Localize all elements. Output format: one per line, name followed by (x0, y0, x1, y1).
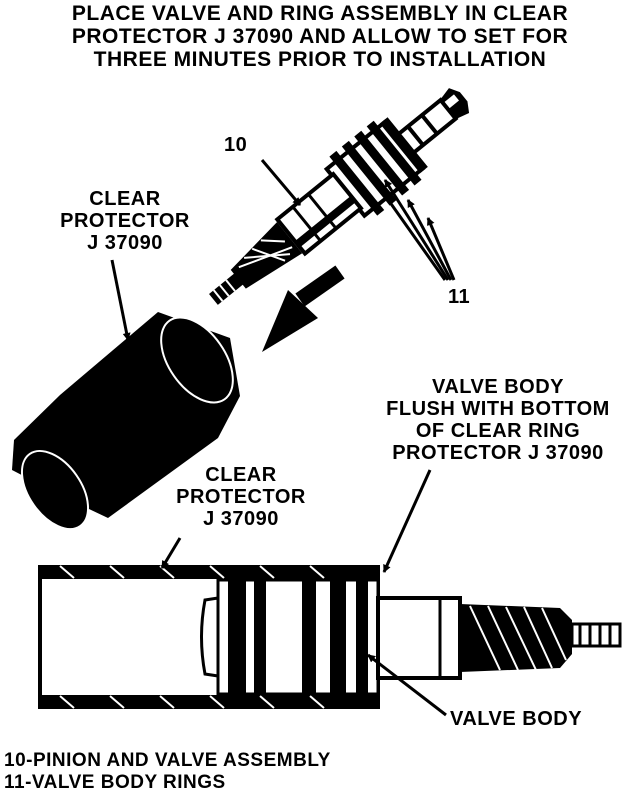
callout-10: 10 (224, 134, 248, 156)
title-line-3: THREE MINUTES PRIOR TO INSTALLATION (93, 48, 547, 71)
label-valve-flush-line-2: FLUSH WITH BOTTOM (386, 398, 610, 420)
callout-11: 11 (448, 286, 471, 308)
label-protector-top-line-2: PROTECTOR (60, 210, 190, 232)
pinion-valve-assembly (209, 88, 470, 305)
title-line-1: PLACE VALVE AND RING ASSEMBLY IN CLEAR (71, 2, 569, 25)
legend-item-10: 10-PINION AND VALVE ASSEMBLY (4, 750, 331, 771)
label-protector-top: CLEAR PROTECTOR J 37090 (40, 188, 210, 254)
label-protector-bottom-line-1: CLEAR (205, 464, 277, 486)
label-valve-flush-line-4: PROTECTOR J 37090 (392, 442, 604, 464)
label-protector-top-line-1: CLEAR (89, 188, 161, 210)
label-protector-bottom-line-2: PROTECTOR (176, 486, 306, 508)
legend: 10-PINION AND VALVE ASSEMBLY 11-VALVE BO… (4, 750, 331, 794)
label-valve-flush: VALVE BODY FLUSH WITH BOTTOM OF CLEAR RI… (360, 376, 636, 464)
label-valve-body: VALVE BODY (450, 708, 583, 730)
protector-section-view (38, 565, 622, 709)
label-protector-bottom-line-3: J 37090 (203, 508, 279, 530)
clear-protector-solid (12, 312, 240, 531)
leader-protector-bottom (160, 537, 182, 569)
leader-protector-top (110, 259, 131, 341)
title-line-2: PROTECTOR J 37090 AND ALLOW TO SET FOR (71, 25, 569, 48)
label-valve-flush-line-1: VALVE BODY (431, 376, 565, 398)
leaders-11 (358, 159, 456, 281)
label-protector-bottom: CLEAR PROTECTOR J 37090 (158, 464, 324, 530)
label-valve-flush-line-3: OF CLEAR RING (415, 420, 581, 442)
label-protector-top-line-3: J 37090 (87, 232, 163, 254)
legend-item-11: 11-VALVE BODY RINGS (4, 772, 226, 793)
leader-10 (260, 159, 302, 206)
insertion-arrow (262, 265, 345, 352)
figure-title: PLACE VALVE AND RING ASSEMBLY IN CLEAR P… (0, 2, 640, 71)
leader-valve-flush (382, 469, 432, 573)
leader-valve-body (367, 653, 447, 717)
